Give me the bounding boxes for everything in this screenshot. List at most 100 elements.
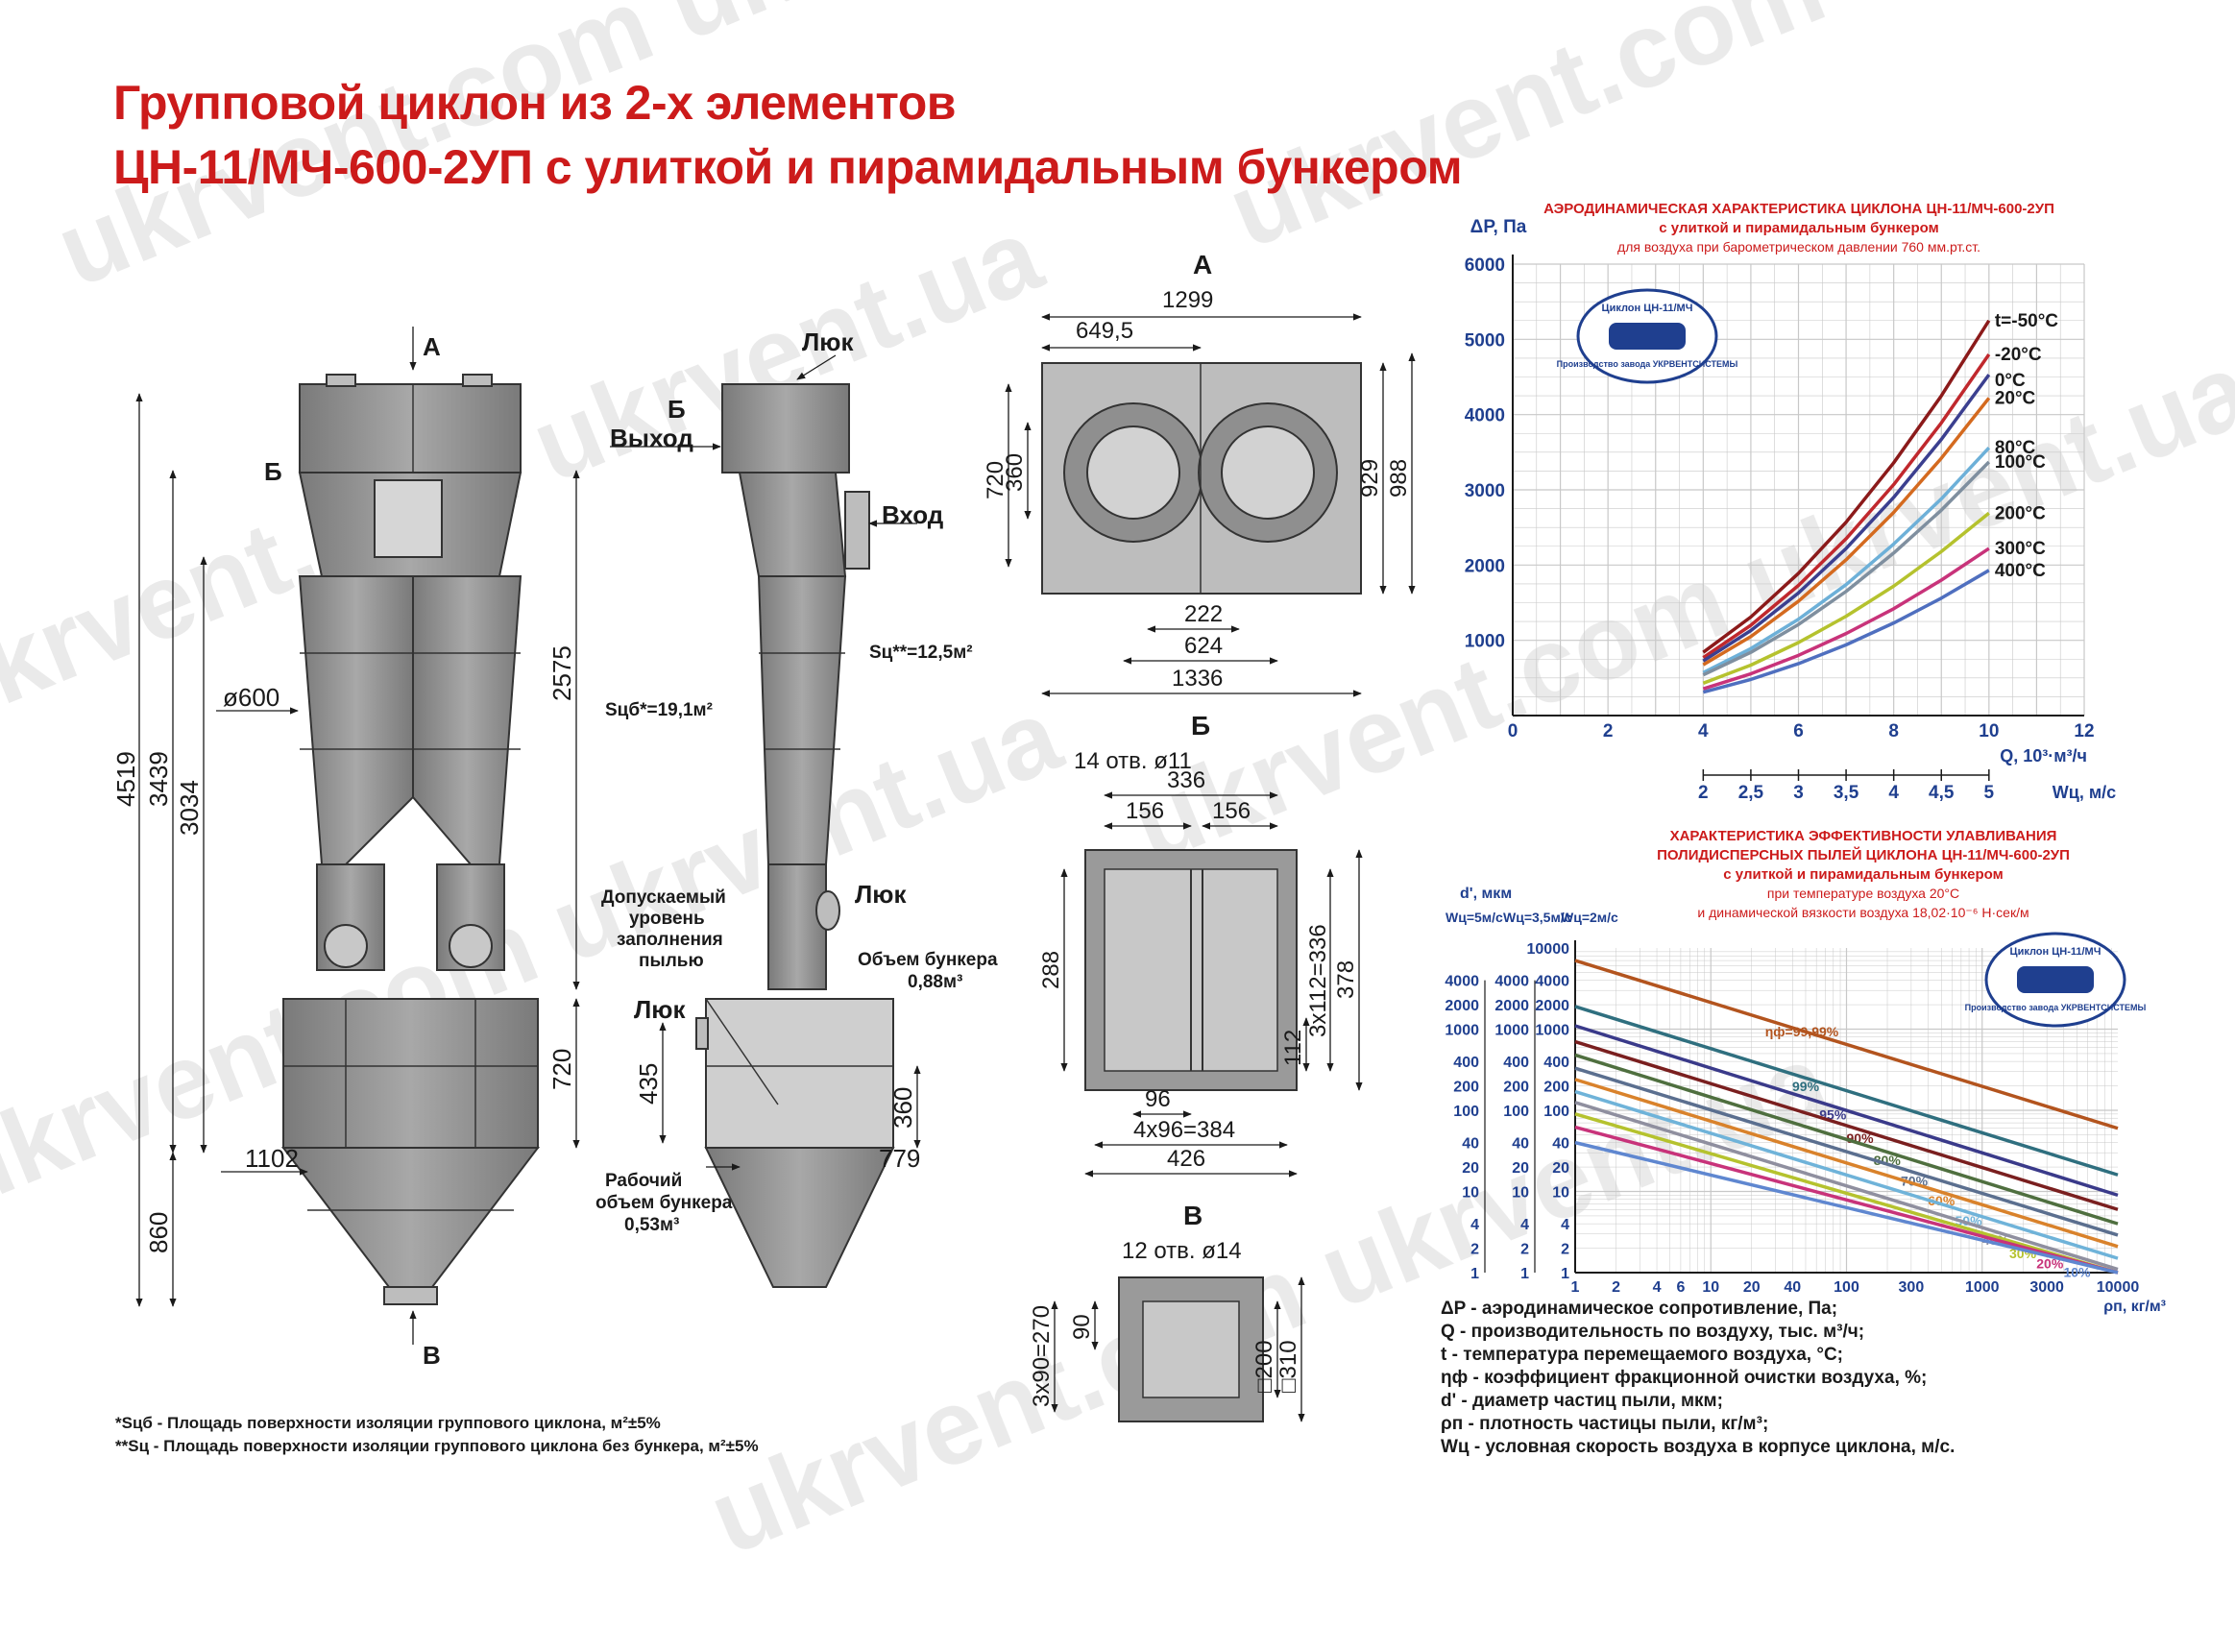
- legend-line-2: Q - производительность по воздуху, тыс. …: [1441, 1322, 1865, 1342]
- area-s-cb: Sцб*=19,1м²: [605, 700, 713, 720]
- chart1-series-label: 200°С: [1995, 503, 2046, 523]
- badge-cyclone-icon: [2017, 966, 2094, 993]
- dim-156b: 156: [1212, 798, 1251, 824]
- chart1-title: АЭРОДИНАМИЧЕСКАЯ ХАРАКТЕРИСТИКА ЦИКЛОНА …: [1543, 201, 2054, 217]
- chart1-y-label: ΔP, Па: [1470, 217, 1527, 237]
- chart2-series-line: [1574, 1125, 2119, 1275]
- chart2-subtitle4: и динамической вязкости воздуха 18,02·10…: [1697, 905, 2029, 920]
- dim-779: 779: [879, 1144, 920, 1173]
- chart2-series-line: [1574, 1053, 2119, 1226]
- chart1-y-tick: 1000: [1465, 632, 1505, 652]
- chart2-aux-tick: 10: [1512, 1185, 1529, 1202]
- working-volume-1: Рабочий: [605, 1171, 682, 1191]
- chart1-series-line: [1702, 569, 1990, 694]
- chart2-aux-tick: 4: [1470, 1217, 1479, 1233]
- footnote-2: **Sц - Площадь поверхности изоляции груп…: [115, 1437, 759, 1455]
- legend-line-6: ρп - плотность частицы пыли, кг/м³;: [1441, 1414, 1769, 1434]
- chart2-aux-tick: 20: [1512, 1160, 1529, 1177]
- chart1-series-label: 0°С: [1995, 371, 2026, 391]
- dim-96: 96: [1145, 1086, 1171, 1112]
- chart1-x-tick: 0: [1508, 721, 1518, 741]
- chart1-series-label: 400°С: [1995, 561, 2046, 581]
- chart2-y-tick: 4000: [1535, 974, 1569, 990]
- legend-line-4: ηф - коэффициент фракционной очистки воз…: [1441, 1368, 1928, 1388]
- dim-600: ø600: [223, 683, 279, 712]
- chart2-x-tick: 300: [1899, 1279, 1925, 1296]
- chart1-series-label: 100°С: [1995, 452, 2046, 473]
- view-b-arrow-label: Б: [264, 457, 282, 486]
- chart1-x-tick: 12: [2074, 721, 2094, 741]
- dim-3439: 3439: [144, 751, 173, 807]
- chart2-x-tick: 4: [1653, 1279, 1662, 1296]
- dim-310: □310: [1275, 1340, 1301, 1393]
- chart1-series-line: [1702, 353, 1991, 660]
- dim-860: 860: [144, 1212, 173, 1253]
- chart2-aux-tick: 2000: [1494, 998, 1529, 1014]
- chart2-x-tick: 2: [1612, 1279, 1620, 1296]
- chart1-series-label: t=-50°С: [1995, 311, 2058, 331]
- view-a-arrow-label: А: [423, 332, 441, 361]
- chart2-y-tick: 100: [1543, 1104, 1569, 1120]
- chart2-series-label: ηф=99,99%: [1765, 1024, 1839, 1039]
- chart2-x-tick: 10000: [2097, 1279, 2140, 1296]
- badge-cyclone-icon: [1609, 323, 1686, 350]
- dim-988: 988: [1386, 459, 1412, 498]
- chart1-x2-tick: 5: [1984, 783, 1995, 803]
- dim-2575: 2575: [547, 645, 576, 701]
- fill-level-1: Допускаемый: [601, 887, 726, 908]
- chart2-x-tick: 40: [1784, 1279, 1801, 1296]
- fill-level-3: заполнения: [617, 930, 723, 950]
- chart1-y-tick: 2000: [1465, 556, 1505, 576]
- badge-top-text: Циклон ЦН-11/МЧ: [2010, 946, 2101, 958]
- front-view-dimensions: [135, 327, 580, 1345]
- chart2-series-line: [1574, 1101, 2119, 1272]
- dim-929: 929: [1357, 459, 1383, 498]
- chart1-series-line: [1702, 460, 1991, 677]
- dim-360-side: 360: [888, 1087, 917, 1129]
- chart2-x-tick: 1000: [1965, 1279, 2000, 1296]
- dim-222: 222: [1184, 601, 1223, 627]
- chart2-y-tick: 200: [1543, 1080, 1569, 1096]
- chart2-title: ХАРАКТЕРИСТИКА ЭФФЕКТИВНОСТИ УЛАВЛИВАНИЯ: [1670, 828, 2057, 844]
- chart1-y-tick: 3000: [1465, 481, 1505, 501]
- dim-1336: 1336: [1172, 666, 1223, 692]
- chart2-aux-tick: 400: [1453, 1055, 1479, 1071]
- chart2-series-label: 80%: [1874, 1153, 1902, 1168]
- front-view-lines: [283, 384, 538, 1211]
- chart2-series-line: [1574, 1089, 2119, 1260]
- chart1-x-label: Q, 10³·м³/ч: [2000, 746, 2087, 765]
- view-b-holes: 14 отв. ø11: [1074, 748, 1192, 774]
- chart1-y-tick: 4000: [1465, 406, 1505, 426]
- chart2-aux-tick: 20: [1462, 1160, 1479, 1177]
- view-v: В 12 отв. ø14 3х90=270 90 □200 □310: [1029, 1201, 1305, 1422]
- chart2-x-tick: 1: [1571, 1279, 1580, 1296]
- chart2-aux-tick: 4000: [1445, 974, 1479, 990]
- dim-4519: 4519: [111, 751, 140, 807]
- chart1-x-tick: 6: [1793, 721, 1804, 741]
- chart1-x2-tick: 3,5: [1834, 783, 1859, 803]
- dim-624: 624: [1184, 633, 1223, 659]
- chart1-series-label: -20°С: [1995, 345, 2042, 365]
- chart2-y-tick: 2000: [1535, 998, 1569, 1014]
- chart2-series-line: [1574, 959, 2119, 1130]
- chart1-series-line: [1702, 319, 1991, 654]
- view-v-holes: 12 отв. ø14: [1122, 1238, 1242, 1264]
- dim-360-a: 360: [1002, 453, 1028, 492]
- dim-112: 112: [1280, 1030, 1306, 1066]
- legend-line-7: Wц - условная скорость воздуха в корпусе…: [1441, 1437, 1956, 1457]
- dim-435: 435: [634, 1063, 663, 1105]
- dim-649: 649,5: [1076, 318, 1133, 344]
- chart1-series-label: 20°С: [1995, 388, 2036, 408]
- chart2-aux-tick: 200: [1503, 1080, 1529, 1096]
- legend-line-5: d' - диаметр частиц пыли, мкм;: [1441, 1391, 1723, 1411]
- dim-426: 426: [1167, 1146, 1205, 1172]
- chart2-aux-tick: 4000: [1494, 974, 1529, 990]
- chart1-series-line: [1702, 397, 1991, 667]
- chart2-x-label: ρп, кг/м³: [2103, 1299, 2166, 1315]
- view-v-title: В: [1183, 1201, 1203, 1230]
- chart1-x2-tick: 4: [1888, 783, 1899, 803]
- chart1-x2-tick: 2: [1698, 783, 1709, 803]
- chart2-series-label: 60%: [1928, 1193, 1956, 1208]
- side-view: [695, 383, 895, 1288]
- chart1-x2-tick: 2,5: [1738, 783, 1764, 803]
